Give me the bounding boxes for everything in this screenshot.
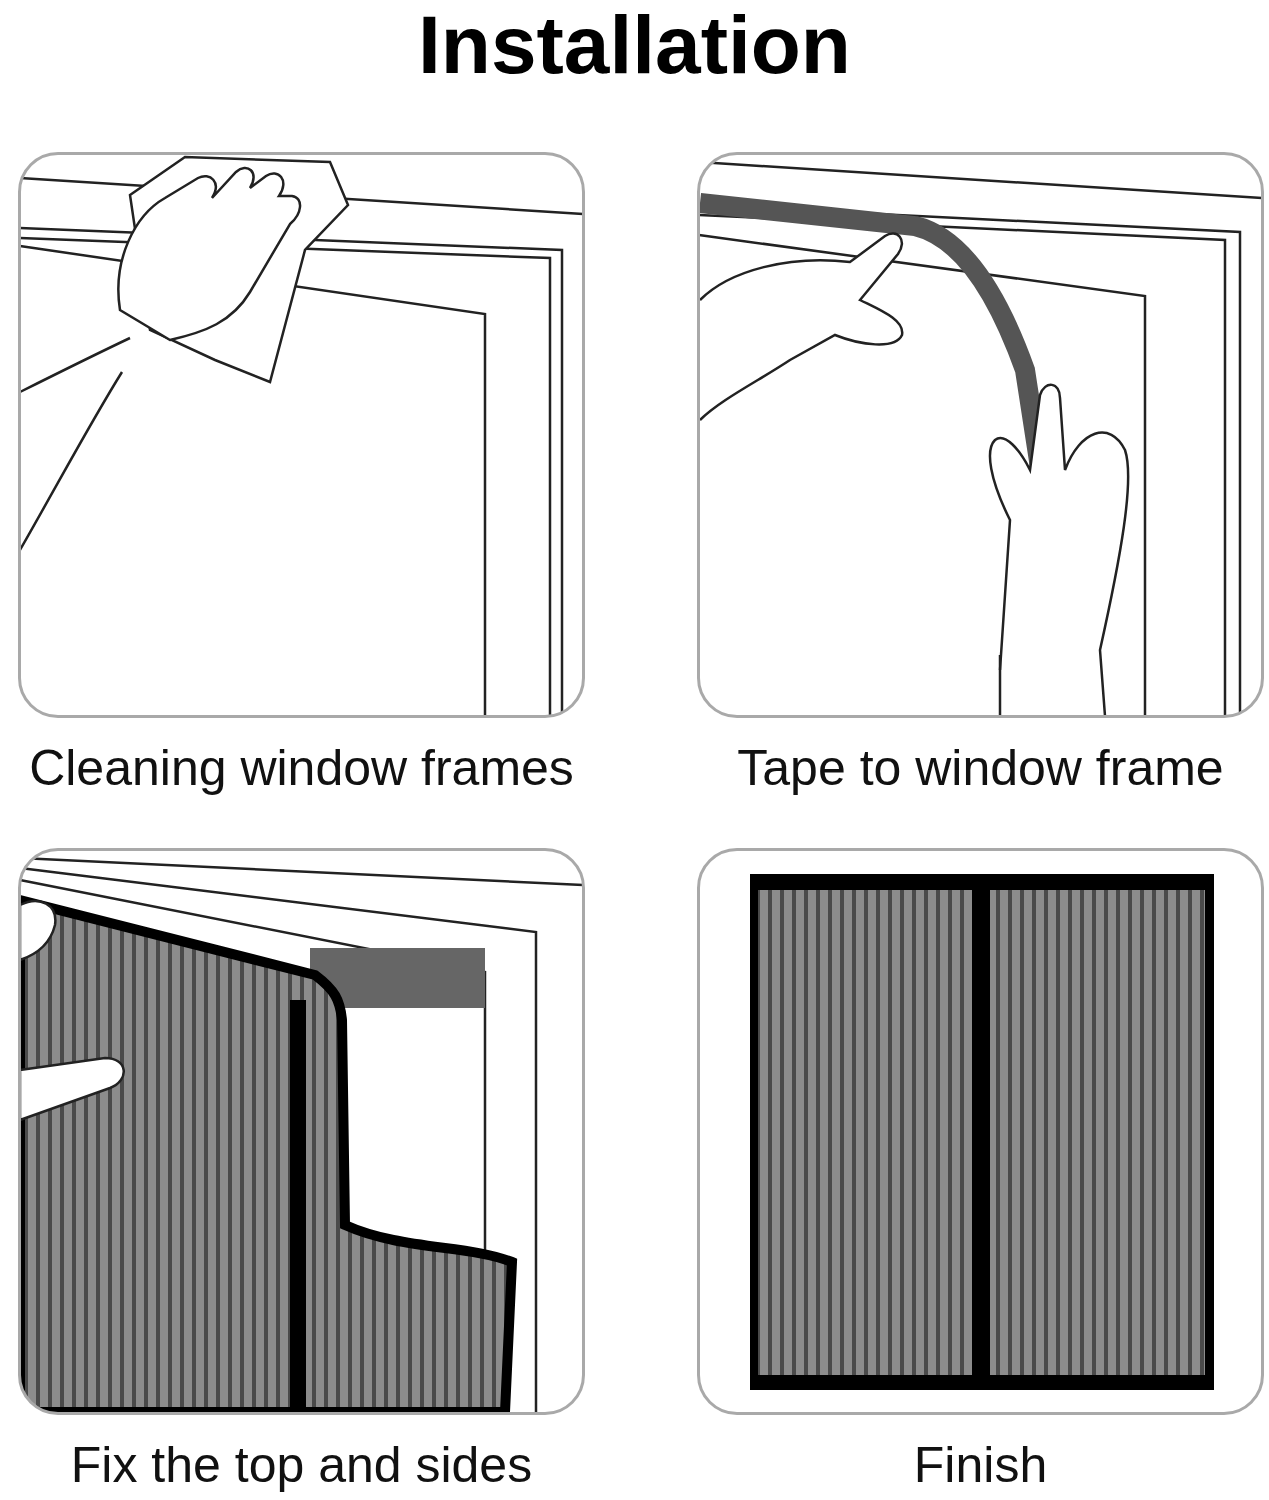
mesh-panel: [758, 890, 972, 1375]
finger: [20, 901, 55, 960]
step-caption: Fix the top and sides: [71, 1438, 532, 1493]
page-title: Installation: [0, 0, 1269, 90]
hand: [990, 385, 1128, 716]
frame-line: [699, 205, 1240, 716]
finger: [20, 1058, 124, 1120]
mesh-panel: [990, 890, 1205, 1375]
step-panel: Tape to window frame: [697, 152, 1264, 718]
step-caption: Finish: [914, 1438, 1047, 1493]
step-panel: Fix the top and sides: [18, 848, 585, 1415]
frame-line: [20, 868, 536, 1412]
screen-border: [750, 874, 1214, 1390]
step-caption: Cleaning window frames: [29, 741, 574, 796]
frame-line: [699, 215, 1225, 716]
arm: [20, 338, 130, 392]
frame-line: [20, 858, 583, 885]
cleaning-illustration: [20, 157, 583, 716]
hand: [700, 233, 902, 420]
step-panel: Finish: [697, 848, 1264, 1415]
sleeve: [999, 655, 1002, 716]
frame-line: [699, 162, 1262, 198]
arm: [20, 372, 122, 550]
finished-screen: [750, 874, 1214, 1390]
fixing-illustration: [20, 858, 583, 1412]
mesh-screen: [20, 900, 512, 1412]
tape-illustration: [699, 162, 1262, 716]
seam: [290, 1000, 306, 1412]
step-caption: Tape to window frame: [737, 741, 1223, 796]
step-panel: Cleaning window frames: [18, 152, 585, 718]
hand: [118, 168, 300, 340]
